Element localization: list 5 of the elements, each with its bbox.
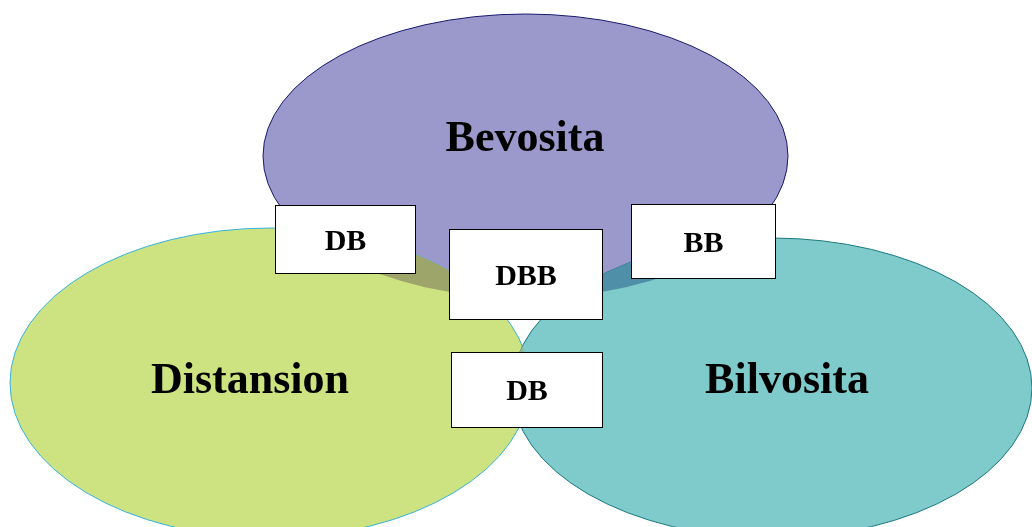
set-label: Bilvosita bbox=[705, 352, 869, 404]
intersection-label-box: DB bbox=[451, 352, 603, 428]
intersection-label-box: DBB bbox=[449, 229, 603, 320]
set-label: Distansion bbox=[150, 352, 350, 404]
set-label: Bevosita bbox=[445, 110, 605, 162]
